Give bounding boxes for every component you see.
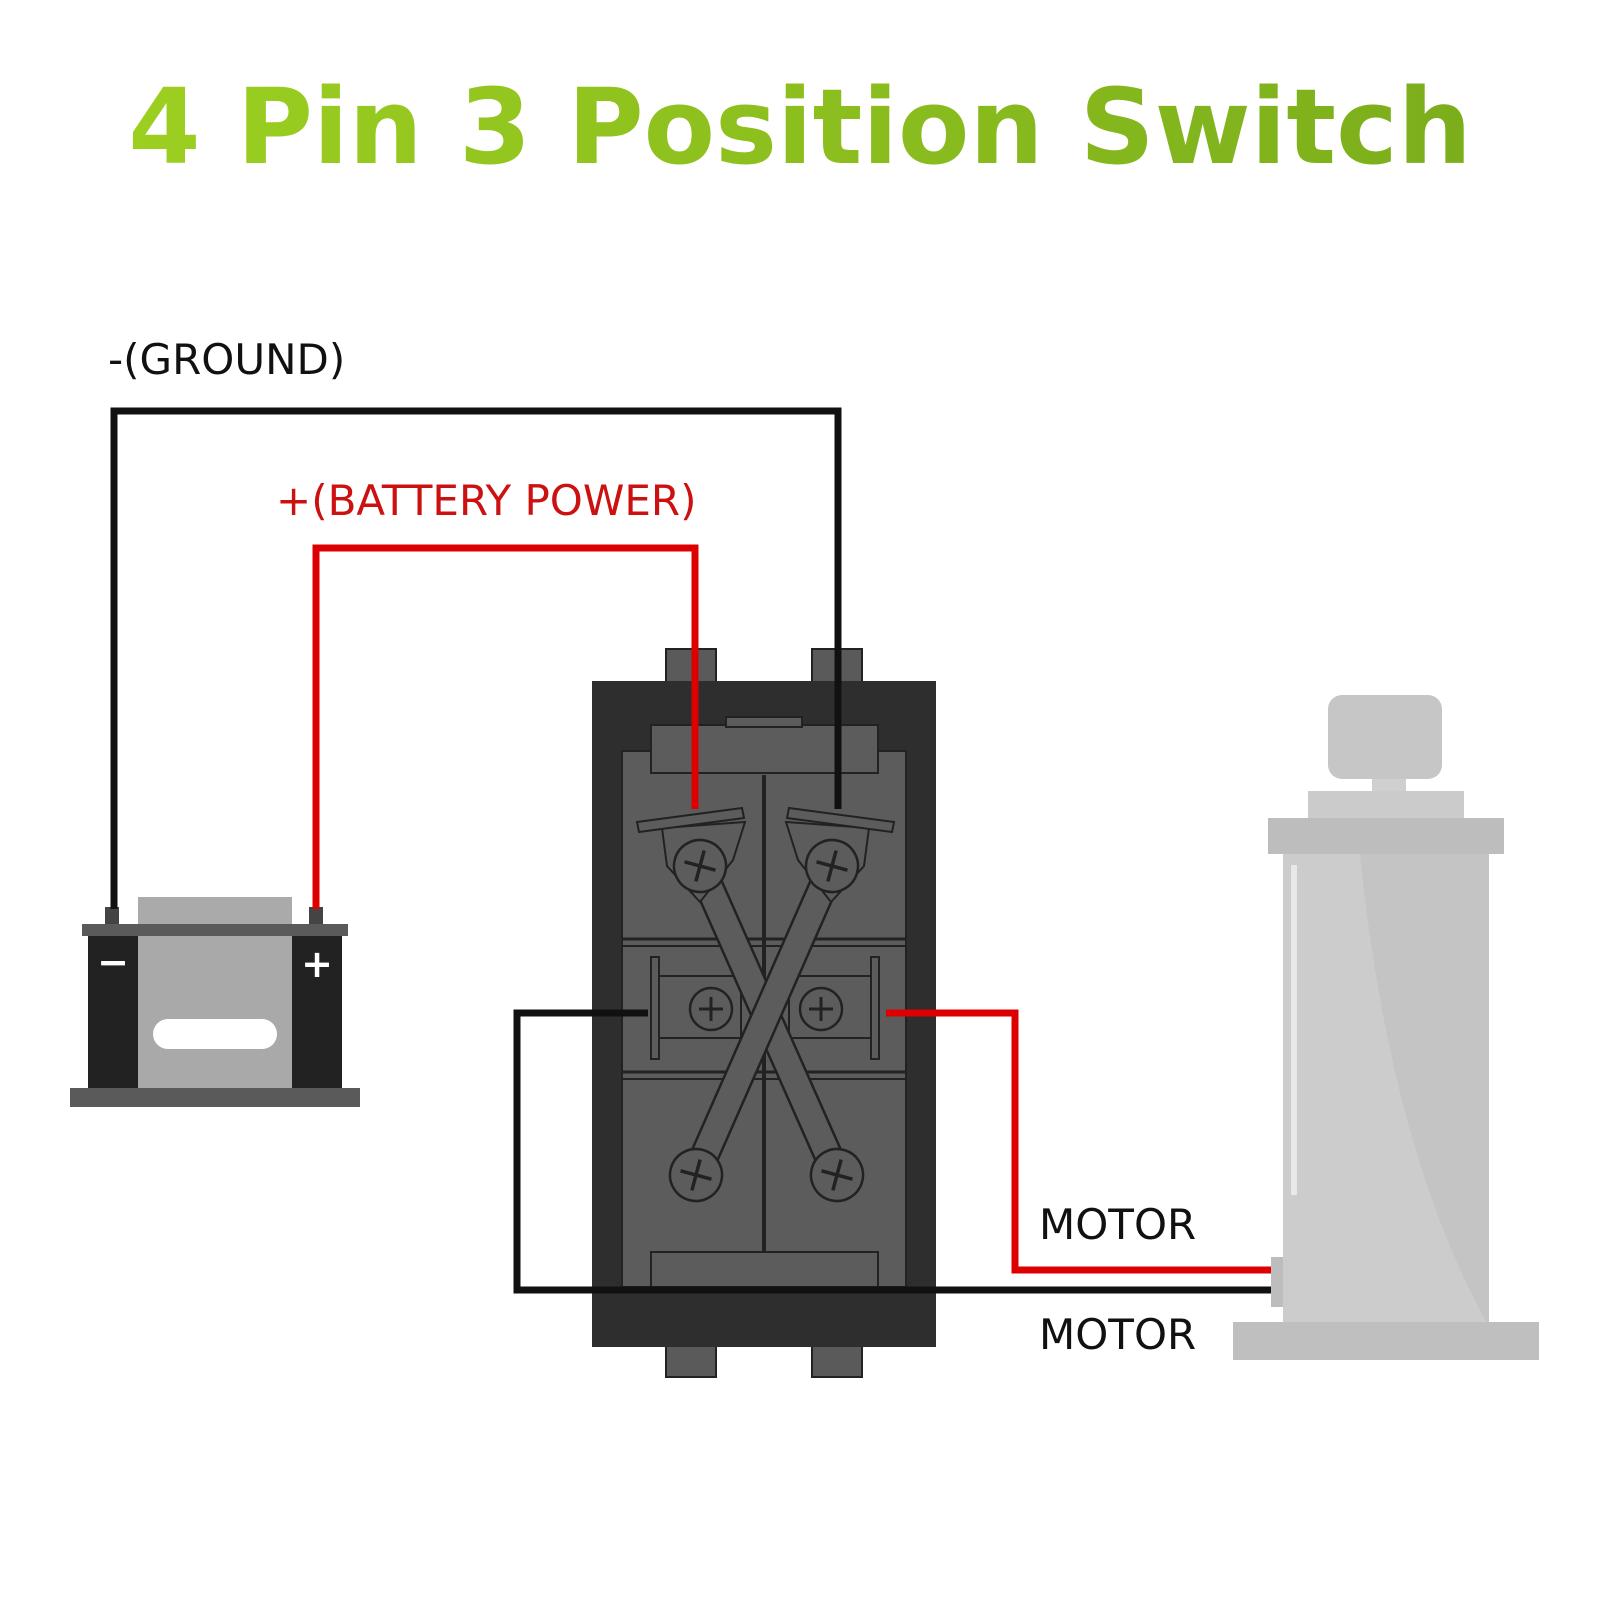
motor-wire-black <box>513 1009 1271 1294</box>
wires <box>110 407 1271 1294</box>
rocker-switch <box>592 648 936 1378</box>
screw-middle-left <box>688 986 734 1032</box>
screw-bottom-right <box>809 1147 865 1203</box>
motor-base <box>1233 1322 1539 1360</box>
battery-top-cap <box>138 897 292 924</box>
ground-label: -(GROUND) <box>108 335 345 384</box>
motor-label-bottom: MOTOR <box>1039 1310 1196 1359</box>
switch-bottom-bar <box>650 1251 879 1288</box>
motor-body <box>1283 854 1489 1327</box>
battery-label-slot <box>153 1019 277 1049</box>
switch-arm-2 <box>683 853 845 1188</box>
battery-base <box>70 1088 360 1107</box>
screw-top-left <box>672 838 728 894</box>
motor-top-flange <box>1268 818 1504 854</box>
screw-middle-right <box>798 986 844 1032</box>
screw-bottom-left <box>668 1147 724 1203</box>
battery: − + <box>70 897 360 1107</box>
battery-power-wire <box>312 544 699 909</box>
ground-wire <box>110 407 842 909</box>
switch-bottom-tab <box>726 1302 802 1310</box>
battery-lid <box>82 924 348 936</box>
motor-stripe <box>1291 865 1297 1195</box>
battery-power-label: +(BATTERY POWER) <box>276 476 697 525</box>
switch-contact-left <box>635 806 746 834</box>
motor <box>1233 695 1539 1360</box>
battery-positive-symbol: + <box>301 942 333 986</box>
switch-top-tab <box>725 716 803 728</box>
battery-terminal-negative <box>105 907 119 927</box>
battery-negative-side <box>88 936 138 1088</box>
diagram-title: 4 Pin 3 Position Switch <box>128 66 1472 188</box>
switch-top-bar <box>650 724 879 774</box>
battery-negative-symbol: − <box>97 940 129 984</box>
motor-collar <box>1308 791 1464 818</box>
motor-terminal <box>1271 1257 1283 1307</box>
battery-positive-side <box>292 936 342 1088</box>
motor-label-top: MOTOR <box>1039 1200 1196 1249</box>
switch-side-tab-left <box>650 956 660 1060</box>
screw-top-right <box>804 838 860 894</box>
motor-neck <box>1372 779 1406 791</box>
battery-terminal-positive <box>309 907 323 927</box>
switch-side-tab-right <box>870 956 880 1060</box>
motor-highlight <box>1283 854 1489 1327</box>
motor-wire-red <box>886 1009 1271 1274</box>
switch-contact-right <box>785 806 896 834</box>
motor-cap <box>1328 695 1442 779</box>
